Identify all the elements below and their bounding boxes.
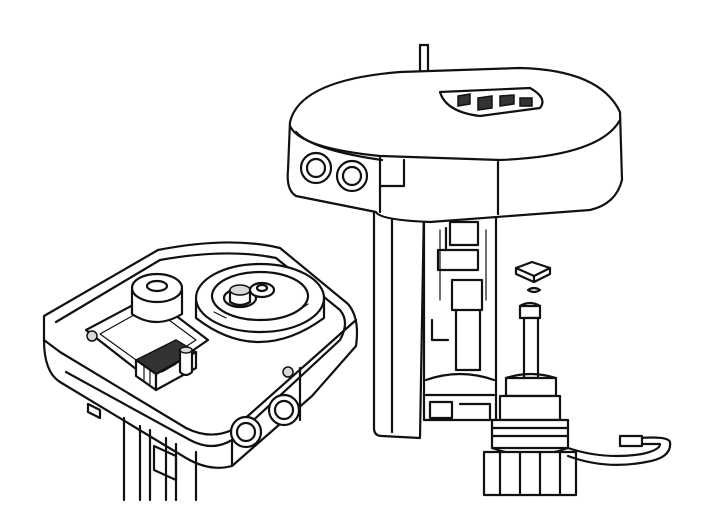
actuator-closed	[286, 43, 624, 440]
valve-stem-assembly	[482, 260, 672, 497]
mount-screw-2	[282, 366, 294, 378]
capillary-tube	[566, 434, 672, 466]
potentiometer	[130, 272, 184, 324]
mount-screw-1	[86, 330, 98, 342]
cable-gland-right	[335, 159, 369, 193]
gear-drive	[194, 262, 326, 343]
washer	[526, 286, 542, 294]
actuator-column	[372, 203, 498, 440]
threaded-body	[482, 372, 578, 497]
cable-gland-left	[299, 151, 333, 185]
square-nut	[514, 260, 552, 284]
capacitor	[178, 346, 194, 377]
actuator-open	[42, 241, 359, 502]
open-gland-left	[229, 415, 263, 449]
stem	[518, 301, 542, 380]
open-gland-right	[267, 393, 301, 427]
lower-mount	[86, 402, 198, 502]
actuator-cover	[286, 66, 624, 224]
